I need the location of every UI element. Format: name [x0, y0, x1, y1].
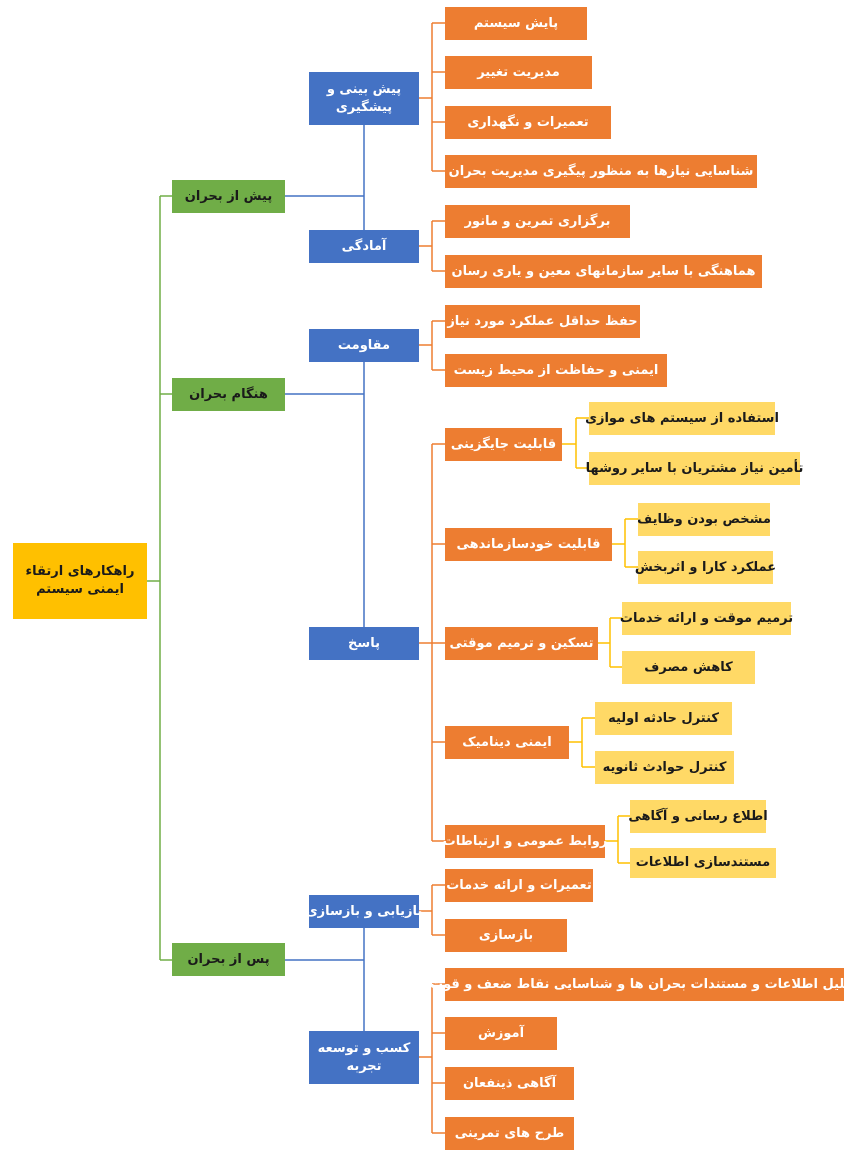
strategy-prevention: پیش بینی و پیشگیری [309, 72, 419, 125]
action-dynamic-safety: ایمنی دینامیک [445, 726, 569, 759]
action-substitution: قابلیت جایگزینی [445, 428, 562, 461]
strategy-preparedness: آمادگی [309, 230, 419, 263]
action-change-management: مدیریت تغییر [445, 56, 592, 89]
detail-secondary-incident-control: کنترل حوادث ثانویه [595, 751, 734, 784]
action-stakeholder-awareness: آگاهی ذینفعان [445, 1067, 574, 1100]
strategy-resistance: مقاومت [309, 329, 419, 362]
detail-temporary-repair-service: ترمیم موقت و ارائه خدمات [620, 602, 793, 635]
detail-parallel-systems: استفاده از سیستم های موازی [585, 402, 779, 435]
action-minimum-performance: حفظ حداقل عملکرد مورد نیاز [445, 305, 640, 338]
strategy-recovery: بازیابی و بازسازی [306, 895, 422, 928]
strategy-experience: کسب و توسعه تجربه [309, 1031, 419, 1084]
action-system-monitoring: پایش سیستم [445, 7, 587, 40]
action-coordination: هماهنگی با سایر سازمانهای معین و یاری رس… [445, 255, 762, 288]
detail-documentation: مستندسازی اطلاعات [630, 848, 776, 878]
action-maintenance: تعمیرات و نگهداری [445, 106, 611, 139]
phase-after-crisis: پس از بحران [172, 943, 285, 976]
action-repairs-services: تعمیرات و ارائه خدمات [445, 869, 593, 902]
action-public-relations: روابط عمومی و ارتباطات [443, 825, 607, 858]
action-self-organization: قابلیت خودسازماندهی [445, 528, 612, 561]
strategy-response: پاسخ [309, 627, 419, 660]
action-training: آموزش [445, 1017, 557, 1050]
action-temporary-repair: تسکین و ترمیم موقتی [445, 627, 598, 660]
phase-before-crisis: پیش از بحران [172, 180, 285, 213]
action-drills: برگزاری تمرین و مانور [445, 205, 630, 238]
detail-primary-incident-control: کنترل حادثه اولیه [595, 702, 732, 735]
detail-customer-needs: تأمین نیاز مشتریان با سایر روشها [586, 452, 803, 485]
action-reconstruction: بازسازی [445, 919, 567, 952]
detail-effective-operation: عملکرد کارا و اثربخش [635, 551, 776, 584]
root-node: راهکارهای ارتقاء ایمنی سیستم [13, 543, 147, 619]
detail-defined-duties: مشخص بودن وظایف [637, 503, 771, 536]
detail-informing-awareness: اطلاع رسانی و آگاهی [628, 800, 768, 833]
action-exercise-plans: طرح های تمرینی [445, 1117, 574, 1150]
phase-during-crisis: هنگام بحران [172, 378, 285, 411]
detail-reduce-consumption: کاهش مصرف [622, 651, 755, 684]
action-environment-safety: ایمنی و حفاظت از محیط زیست [445, 354, 667, 387]
action-crisis-analysis: تحلیل اطلاعات و مستندات بحران ها و شناسا… [430, 968, 859, 1001]
action-needs-identification: شناسایی نیازها به منظور پیگیری مدیریت بح… [445, 155, 757, 188]
